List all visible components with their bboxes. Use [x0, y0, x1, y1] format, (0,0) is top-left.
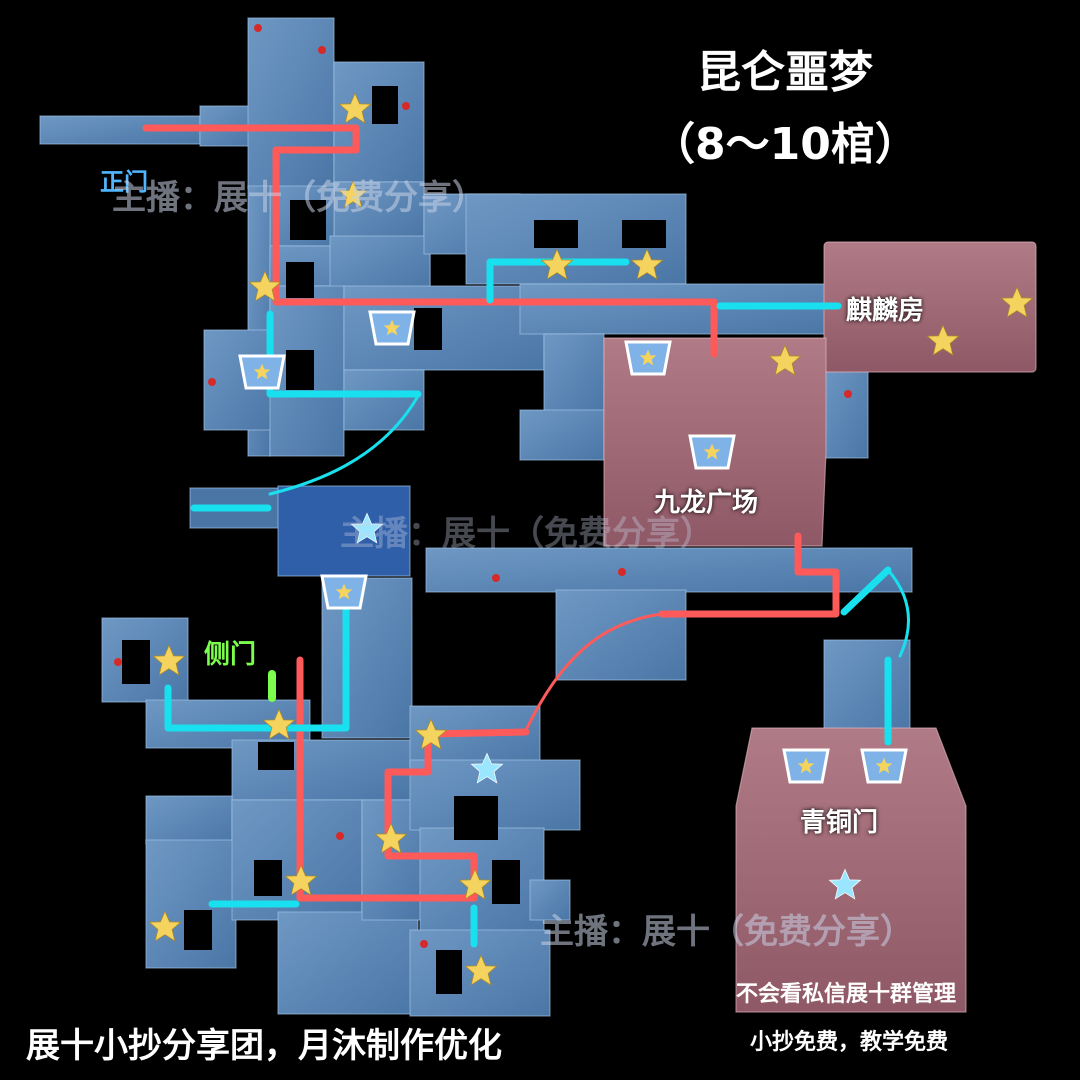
- red-marker-icon: [336, 832, 344, 840]
- area-south-west: [101, 577, 581, 1017]
- red-marker-icon: [318, 46, 326, 54]
- route-cyan-segment: [486, 258, 630, 304]
- route-cyan: [164, 258, 910, 948]
- coffins: [238, 310, 908, 784]
- red-marker-icon: [492, 574, 500, 582]
- coffin-icon: [624, 340, 672, 376]
- coffin-icon: [320, 574, 368, 610]
- watermark: 主播：展十（免费分享）: [340, 514, 714, 554]
- area-red-rooms: [603, 241, 1037, 1013]
- main-door-label: 正门: [100, 168, 148, 196]
- floor-plan: [39, 17, 1037, 1017]
- area-voids: [122, 86, 666, 994]
- route-cyan-segment: [840, 566, 892, 616]
- area-central-north: [423, 193, 869, 461]
- footer-credit: 展十小抄分享团，月沐制作优化: [26, 1026, 502, 1066]
- watermark: 主播：展十（免费分享）: [112, 178, 486, 218]
- red-marker-icon: [254, 24, 262, 32]
- route-cyan-curve: [886, 568, 910, 658]
- side-door-label: 侧门: [204, 640, 257, 670]
- footer-note-2: 小抄免费，教学免费: [750, 1030, 949, 1055]
- room-label-qilin: 麒麟房: [846, 296, 925, 326]
- footer-note-1: 不会看私信展十群管理: [736, 982, 957, 1007]
- room-label-qingtong: 青铜门: [800, 808, 879, 838]
- map-subtitle: （8～10棺）: [651, 119, 919, 170]
- coffin-icon: [238, 354, 286, 390]
- coffin-icon: [860, 748, 908, 784]
- route-red-segment: [142, 124, 718, 358]
- route-red-segment: [658, 532, 840, 618]
- coffin-icon: [782, 748, 830, 784]
- map-title: 昆仑噩梦: [697, 47, 873, 98]
- red-marker-icon: [420, 940, 428, 948]
- coffin-icon: [688, 434, 736, 470]
- red-marker-icon: [844, 390, 852, 398]
- red-marker-icon: [402, 102, 410, 110]
- watermark: 主播：展十（免费分享）: [540, 912, 914, 952]
- room-label-jiulong: 九龙广场: [654, 488, 759, 518]
- route-red-segment: [296, 656, 530, 902]
- route-cyan-segment: [266, 310, 422, 398]
- side-door-marker: [268, 670, 276, 702]
- route-cyan-curve: [268, 394, 420, 496]
- route-red: [142, 124, 840, 902]
- red-marker-icon: [114, 658, 122, 666]
- red-markers: [114, 24, 852, 948]
- coffin-icon: [368, 310, 416, 346]
- route-red-curve: [524, 612, 664, 732]
- route-cyan-segment: [164, 604, 350, 732]
- red-marker-icon: [618, 568, 626, 576]
- red-marker-icon: [208, 378, 216, 386]
